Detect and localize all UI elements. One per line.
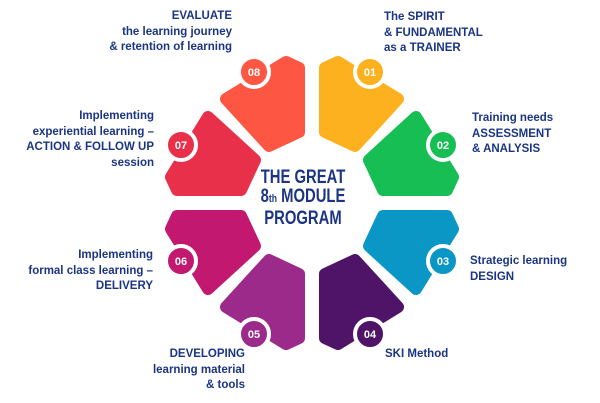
segment-shape bbox=[319, 254, 404, 350]
module-label-03: Strategic learning DESIGN bbox=[470, 254, 567, 285]
number-badge-text: 08 bbox=[248, 67, 260, 79]
number-badge-text: 04 bbox=[364, 329, 377, 341]
label-line: DELIVERY bbox=[95, 280, 153, 292]
segment-shape bbox=[220, 56, 305, 152]
number-badge-text: 05 bbox=[248, 329, 260, 341]
segment-shape bbox=[319, 56, 404, 152]
module-label-06: Implementing formal class learning – DEL… bbox=[28, 248, 153, 295]
module-label-04: SKI Method bbox=[385, 347, 448, 363]
label-line: EVALUATE bbox=[171, 10, 232, 22]
number-badge bbox=[426, 244, 460, 278]
number-badge-text: 06 bbox=[175, 256, 187, 268]
label-line: Training needs bbox=[472, 112, 554, 124]
label-line: & ANALYSIS bbox=[472, 143, 541, 155]
number-badge bbox=[164, 128, 198, 162]
number-badge-text: 07 bbox=[175, 140, 187, 152]
number-badge bbox=[237, 317, 271, 351]
label-line: as a TRAINER bbox=[384, 42, 461, 54]
label-line: & tools bbox=[206, 379, 245, 391]
label-line: formal class learning – bbox=[28, 264, 153, 277]
center-title-line2: 8th MODULE bbox=[248, 187, 357, 209]
label-line: The SPIRIT bbox=[384, 11, 445, 23]
center-title-line1: THE GREAT bbox=[260, 167, 346, 188]
label-line: learning material bbox=[152, 363, 245, 376]
segment-shape bbox=[220, 254, 305, 350]
number-badge bbox=[353, 317, 387, 351]
label-line: DEVELOPING bbox=[169, 348, 245, 360]
number-badge bbox=[426, 128, 460, 162]
label-line: Implementing bbox=[79, 110, 154, 122]
label-line: SKI Method bbox=[385, 348, 449, 360]
segment-shape bbox=[165, 111, 261, 196]
segment-shape bbox=[363, 210, 459, 295]
segment-shape bbox=[363, 111, 459, 196]
module-segment-04: 04 bbox=[319, 254, 404, 351]
label-line: ACTION & FOLLOW UP bbox=[26, 141, 154, 153]
number-badge-text: 01 bbox=[364, 67, 376, 79]
label-line: Strategic learning bbox=[470, 255, 568, 267]
label-line: DESIGN bbox=[470, 270, 515, 283]
module-segment-01: 01 bbox=[319, 55, 404, 152]
module-segment-05: 05 bbox=[220, 254, 305, 351]
center-title: THE GREAT 8th MODULE PROGRAM bbox=[248, 168, 357, 228]
label-line: experiential learning – bbox=[32, 125, 154, 138]
center-title-line3: PROGRAM bbox=[264, 208, 342, 229]
label-line: ASSESSMENT bbox=[472, 127, 552, 140]
module-segment-02: 02 bbox=[363, 111, 460, 196]
number-badge bbox=[237, 55, 271, 89]
module-segment-08: 08 bbox=[220, 55, 305, 152]
module-segment-03: 03 bbox=[363, 210, 460, 295]
label-line: & retention of learning bbox=[109, 41, 232, 53]
number-badge bbox=[353, 55, 387, 89]
module-label-01: The SPIRIT & FUNDAMENTAL as a TRAINER bbox=[384, 10, 483, 57]
module-segment-06: 06 bbox=[164, 210, 261, 295]
center-title-number: 8 bbox=[260, 186, 269, 207]
label-line: session bbox=[111, 156, 154, 169]
module-label-07: Implementing experiential learning – ACT… bbox=[26, 109, 154, 171]
number-badge-text: 02 bbox=[437, 140, 449, 152]
module-label-05: DEVELOPING learning material & tools bbox=[153, 347, 245, 394]
segment-shape bbox=[165, 210, 261, 295]
module-label-02: Training needs ASSESSMENT & ANALYSIS bbox=[472, 111, 553, 158]
module-segment-07: 07 bbox=[164, 111, 261, 196]
number-badge-text: 03 bbox=[437, 256, 449, 268]
label-line: the learning journey bbox=[122, 25, 232, 38]
label-line: Implementing bbox=[78, 249, 153, 261]
module-label-08: EVALUATE the learning journey & retentio… bbox=[109, 9, 232, 56]
label-line: & FUNDAMENTAL bbox=[384, 26, 483, 39]
number-badge bbox=[164, 244, 198, 278]
center-title-module: MODULE bbox=[277, 186, 346, 207]
center-title-suffix: th bbox=[268, 193, 278, 205]
